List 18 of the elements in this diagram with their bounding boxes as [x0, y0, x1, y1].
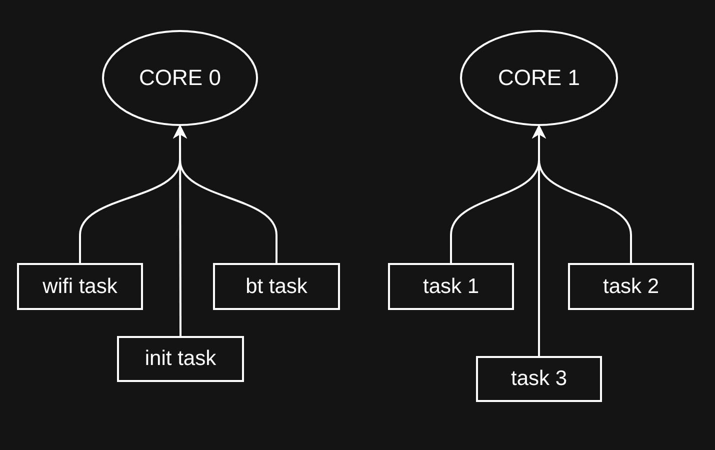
- arrow: [173, 124, 188, 336]
- ellipse-node: [102, 30, 258, 126]
- ellipse-node: [460, 30, 618, 126]
- node-label: bt task: [246, 274, 308, 298]
- node-label: task 1: [422, 274, 480, 298]
- task-box: [568, 263, 694, 310]
- node-label: task 2: [602, 274, 660, 298]
- node-label: wifi task: [42, 274, 118, 298]
- task-box: [476, 356, 602, 402]
- task-box: [117, 336, 244, 382]
- task-box: [17, 263, 143, 310]
- node-label: task 3: [510, 367, 568, 391]
- task-box: [388, 263, 514, 310]
- arrow: [532, 124, 546, 356]
- node-label: init task: [144, 347, 216, 371]
- task-box: [213, 263, 340, 310]
- node-label: CORE 1: [498, 65, 580, 91]
- node-label: CORE 0: [139, 65, 221, 91]
